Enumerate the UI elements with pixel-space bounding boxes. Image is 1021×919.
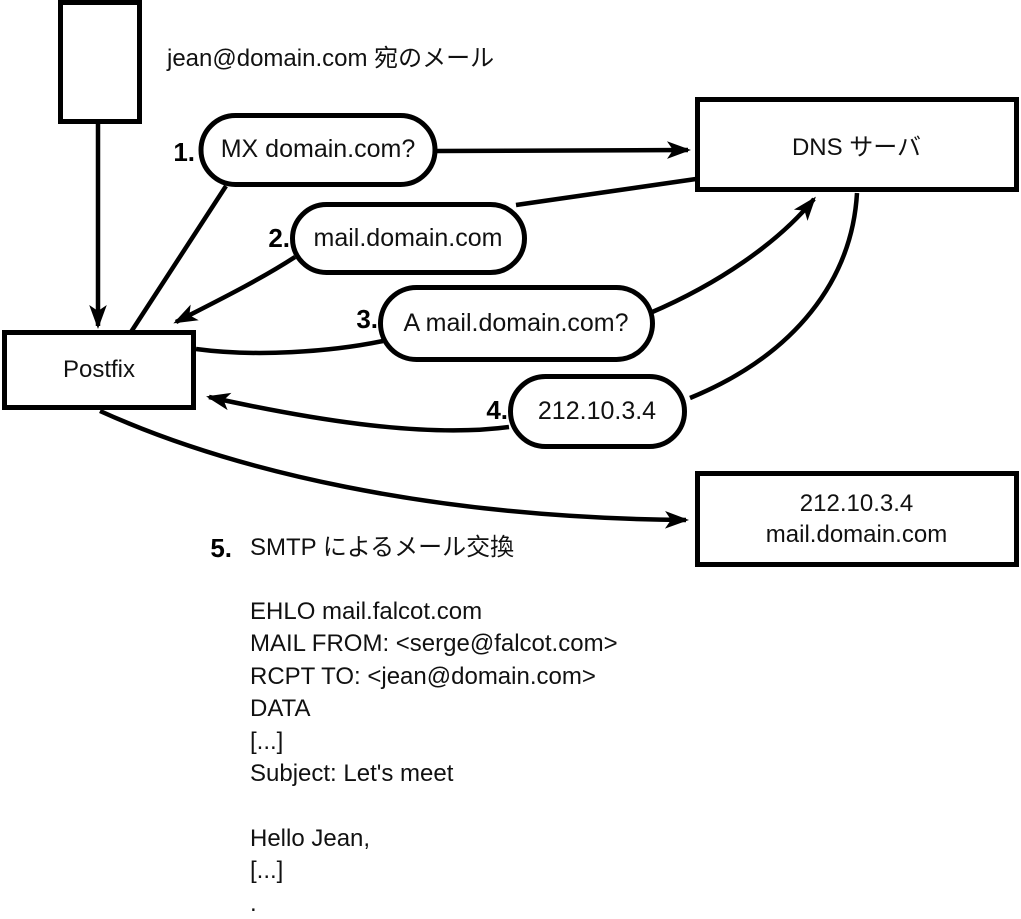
mail-server-label: 212.10.3.4 mail.domain.com — [697, 473, 1016, 564]
smtp-line: RCPT TO: <jean@domain.com> — [250, 662, 596, 690]
smtp-session-block: EHLO mail.falcot.com MAIL FROM: <serge@f… — [250, 596, 730, 919]
smtp-line: . — [250, 889, 257, 917]
step3-label: A mail.domain.com? — [403, 308, 629, 337]
arrow-postfix-to-mailserver — [99, 408, 689, 529]
step2-pill — [290, 202, 527, 275]
smtp-line: [...] — [250, 857, 284, 885]
line-dns-to-step4 — [689, 192, 860, 401]
arrow-step1-to-dns — [436, 141, 691, 159]
line-dns-to-step2 — [515, 176, 697, 208]
step5-number: 5. — [210, 533, 232, 563]
dns-server-label: DNS サーバ — [791, 133, 922, 161]
step4-pill — [508, 374, 687, 449]
step1-label: MX domain.com? — [220, 135, 416, 163]
step2-number: 2. — [268, 223, 290, 253]
smtp-line: Subject: Let's meet — [250, 759, 454, 787]
step2-label: mail.domain.com — [313, 223, 503, 252]
step5-label: SMTP によるメール交換 — [250, 534, 515, 561]
arrow-step4-to-postfix — [206, 392, 510, 433]
arrow-step3-to-dns — [649, 196, 816, 316]
smtp-line: Hello Jean, — [250, 824, 371, 852]
dns-server-box — [695, 97, 1019, 192]
line-postfix-to-step3 — [195, 338, 384, 356]
arrow-step2-to-postfix — [173, 255, 297, 325]
smtp-line: DATA — [250, 695, 311, 723]
mail-server-ip: 212.10.3.4 — [799, 489, 914, 517]
smtp-line — [250, 790, 730, 822]
postfix-label: Postfix — [62, 356, 136, 383]
postfix-box — [2, 330, 196, 410]
step4-label: 212.10.3.4 — [537, 396, 657, 425]
mail-document-shape — [58, 0, 142, 124]
line-postfix-to-step1 — [129, 184, 228, 334]
mail-note-label: jean@domain.com 宛のメール — [167, 45, 495, 72]
step1-number: 1. — [173, 137, 195, 167]
step3-pill — [378, 285, 655, 362]
mail-server-hostname: mail.domain.com — [765, 520, 948, 548]
step1-pill — [198, 113, 438, 187]
mail-server-box — [695, 471, 1019, 567]
step4-number: 4. — [486, 395, 508, 425]
smtp-line: MAIL FROM: <serge@falcot.com> — [250, 630, 618, 658]
smtp-line: EHLO mail.falcot.com — [250, 598, 483, 625]
smtp-line: [...] — [250, 727, 284, 755]
step3-number: 3. — [356, 304, 378, 334]
